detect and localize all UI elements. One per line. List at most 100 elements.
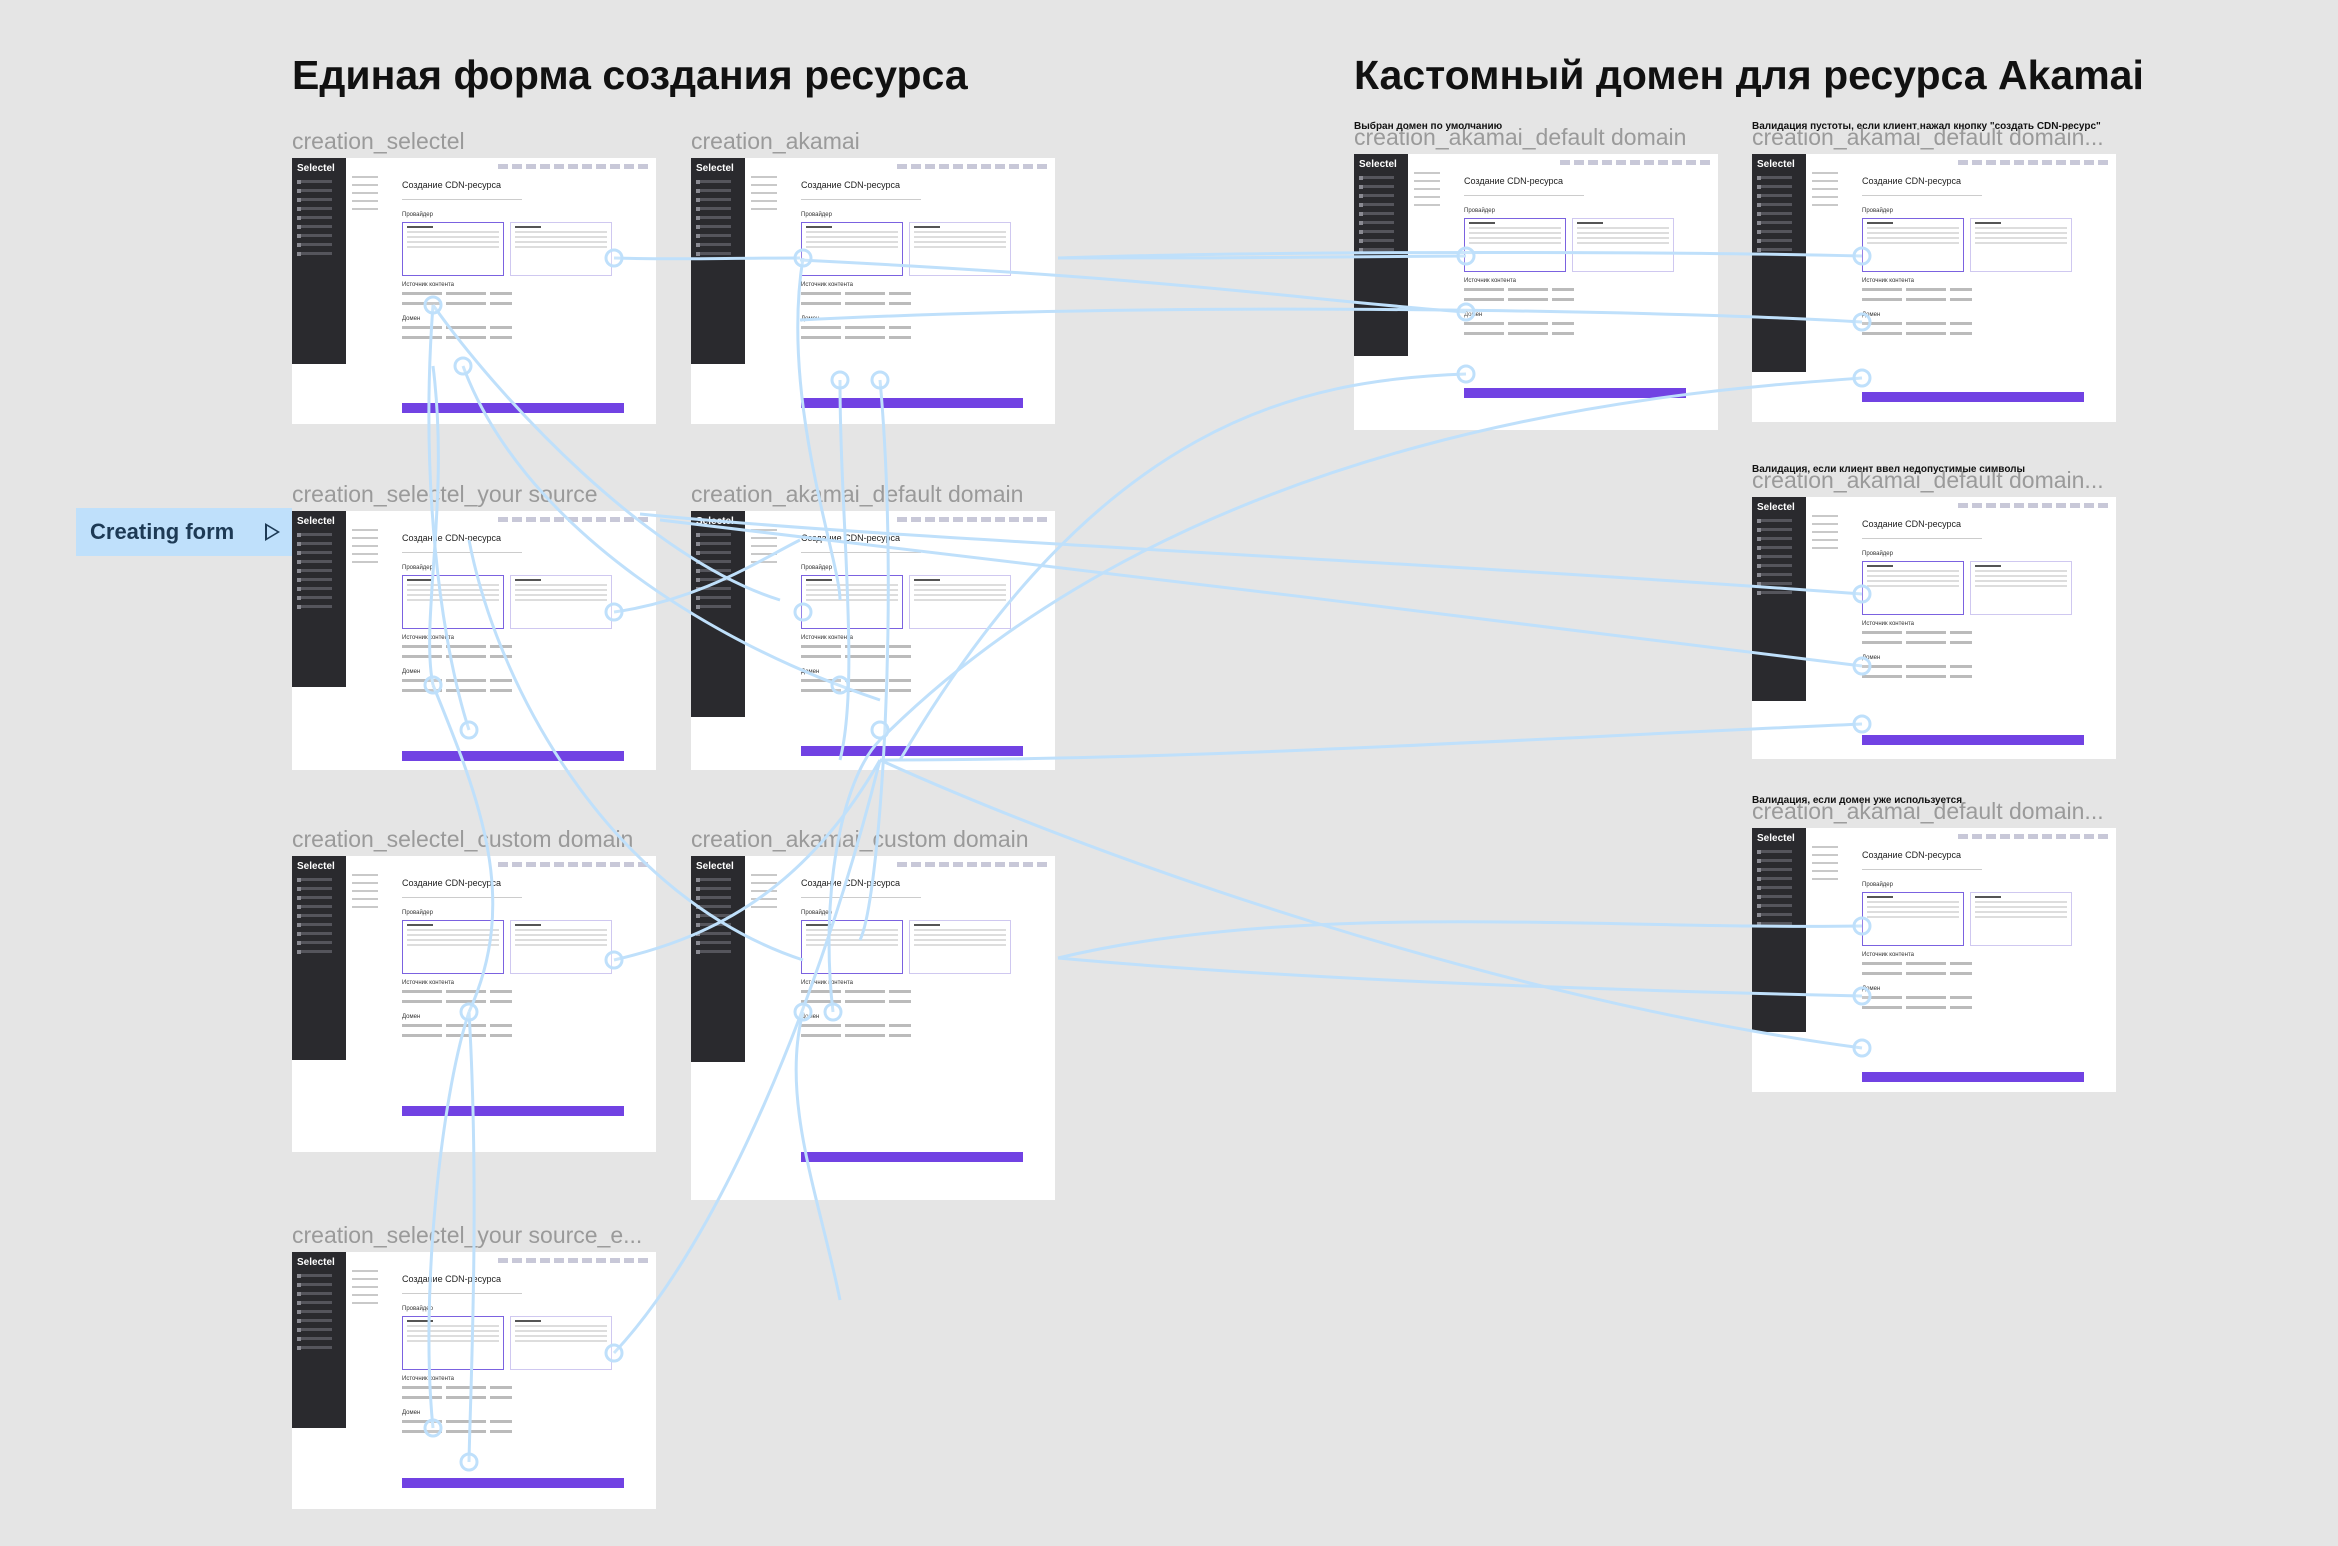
frame-thumbnail-f6[interactable]: Selectel Создание CDN-ресурса Провайдер … — [691, 856, 1055, 1200]
frame-sidebar: Selectel — [292, 158, 346, 364]
frame-sidebar: Selectel — [1752, 828, 1806, 1032]
name-field — [402, 1288, 522, 1294]
sidebar-nav-item — [298, 1283, 332, 1286]
content-option — [801, 990, 911, 993]
frame-label-creation-akamai: creation_akamai — [691, 128, 860, 154]
frame-thumbnail-f7[interactable]: Selectel Создание CDN-ресурса Провайдер … — [292, 1252, 656, 1509]
note-empty-validation: Валидация пустоты, если клиент нажал кно… — [1752, 121, 2101, 132]
brand-logo: Selectel — [1359, 159, 1397, 170]
frame-content: Создание CDN-ресурса Провайдер Источник … — [1806, 154, 2116, 422]
provider-card-selectel — [402, 1316, 504, 1370]
create-cdn-button — [801, 1152, 1023, 1162]
sidebar-nav-item — [298, 578, 332, 581]
sidebar-nav-item — [697, 605, 731, 608]
frame-content: Создание CDN-ресурса Провайдер Источник … — [1806, 828, 2116, 1092]
frame-thumbnail-f9[interactable]: Selectel Создание CDN-ресурса Провайдер … — [1752, 154, 2116, 422]
connector-line — [1057, 956, 1863, 998]
frame-topbar — [498, 1258, 648, 1263]
domain-option — [402, 689, 512, 692]
sidebar-nav-item — [1758, 248, 1792, 251]
frame-thumbnail-f10[interactable]: Selectel Создание CDN-ресурса Провайдер … — [1752, 497, 2116, 759]
frame-topbar — [498, 517, 648, 522]
create-cdn-button — [1862, 392, 2084, 402]
sidebar-nav-item — [697, 896, 731, 899]
provider-card-selectel — [402, 575, 504, 629]
content-option — [801, 645, 911, 648]
sidebar-nav-item — [697, 923, 731, 926]
provider-card-selectel — [801, 222, 903, 276]
content-option — [402, 1000, 512, 1003]
frame-subnav — [751, 529, 777, 563]
frame-content: Создание CDN-ресурса Провайдер Источник … — [346, 856, 656, 1152]
sidebar-nav-item — [697, 551, 731, 554]
frame-thumbnail-f2[interactable]: Selectel Создание CDN-ресурса Провайдер … — [691, 158, 1055, 424]
sidebar-nav-item — [1360, 194, 1394, 197]
content-section-label: Источник контента — [801, 980, 853, 986]
frame-thumbnail-f11[interactable]: Selectel Создание CDN-ресурса Провайдер … — [1752, 828, 2116, 1092]
frame-subnav — [1812, 846, 1838, 880]
flow-starting-point[interactable]: Creating form — [76, 508, 292, 556]
content-option — [1862, 631, 1972, 634]
content-option — [1464, 298, 1574, 301]
frame-content: Создание CDN-ресурса Провайдер Источник … — [745, 158, 1055, 424]
sidebar-nav-item — [298, 932, 332, 935]
sidebar-nav-item — [1758, 194, 1792, 197]
frame-topbar — [1560, 160, 1710, 165]
frame-content: Создание CDN-ресурса Провайдер Источник … — [1806, 497, 2116, 759]
sidebar-nav-item — [697, 198, 731, 201]
sidebar-nav-item — [697, 252, 731, 255]
sidebar-nav-item — [697, 878, 731, 881]
sidebar-nav-item — [298, 950, 332, 953]
name-field — [801, 892, 921, 898]
domain-option — [1464, 322, 1574, 325]
frame-label-selectel-your-source: creation_selectel_your source — [292, 481, 598, 507]
frame-subnav — [751, 176, 777, 210]
note-domain-in-use: Валидация, если домен уже используется — [1752, 795, 1963, 806]
sidebar-nav-item — [1758, 913, 1792, 916]
frame-thumbnail-f5[interactable]: Selectel Создание CDN-ресурса Провайдер … — [292, 856, 656, 1152]
domain-section-label: Домен — [1862, 986, 1881, 992]
domain-option — [402, 1024, 512, 1027]
sidebar-nav-item — [298, 189, 332, 192]
frame-thumbnail-f1[interactable]: Selectel Создание CDN-ресурса Провайдер … — [292, 158, 656, 424]
frame-subnav — [1812, 515, 1838, 549]
content-section-label: Источник контента — [402, 1376, 454, 1382]
domain-option — [1862, 322, 1972, 325]
provider-card-selectel — [801, 920, 903, 974]
create-cdn-button — [402, 1106, 624, 1116]
sidebar-nav-item — [298, 243, 332, 246]
frame-topbar — [498, 164, 648, 169]
note-default-domain: Выбран домен по умолчанию — [1354, 121, 1503, 132]
frame-thumbnail-f4[interactable]: Selectel Создание CDN-ресурса Провайдер … — [691, 511, 1055, 770]
content-option — [402, 292, 512, 295]
sidebar-nav-item — [697, 887, 731, 890]
sidebar-nav-item — [298, 1301, 332, 1304]
sidebar-nav-item — [298, 587, 332, 590]
sidebar-nav-item — [1360, 221, 1394, 224]
sidebar-nav-item — [298, 225, 332, 228]
domain-option — [801, 689, 911, 692]
domain-option — [1464, 332, 1574, 335]
sidebar-nav-item — [298, 252, 332, 255]
frame-content: Создание CDN-ресурса Провайдер Источник … — [745, 511, 1055, 770]
content-option — [801, 655, 911, 658]
frame-topbar — [498, 862, 648, 867]
domain-section-label: Домен — [402, 316, 421, 322]
content-section-label: Источник контента — [1862, 278, 1914, 284]
domain-section-label: Домен — [801, 316, 820, 322]
domain-option — [402, 1420, 512, 1423]
play-icon — [265, 523, 280, 541]
frame-thumbnail-f8[interactable]: Selectel Создание CDN-ресурса Провайдер … — [1354, 154, 1718, 430]
content-option — [402, 302, 512, 305]
sidebar-nav-item — [1758, 555, 1792, 558]
provider-section-label: Провайдер — [402, 1306, 433, 1312]
domain-option — [1862, 665, 1972, 668]
frame-label-akamai-custom-domain: creation_akamai_custom domain — [691, 826, 1029, 852]
sidebar-nav-item — [697, 941, 731, 944]
content-option — [402, 655, 512, 658]
provider-section-label: Провайдер — [402, 212, 433, 218]
name-field — [801, 194, 921, 200]
frame-thumbnail-f3[interactable]: Selectel Создание CDN-ресурса Провайдер … — [292, 511, 656, 770]
sidebar-nav-item — [697, 596, 731, 599]
sidebar-nav-item — [298, 605, 332, 608]
